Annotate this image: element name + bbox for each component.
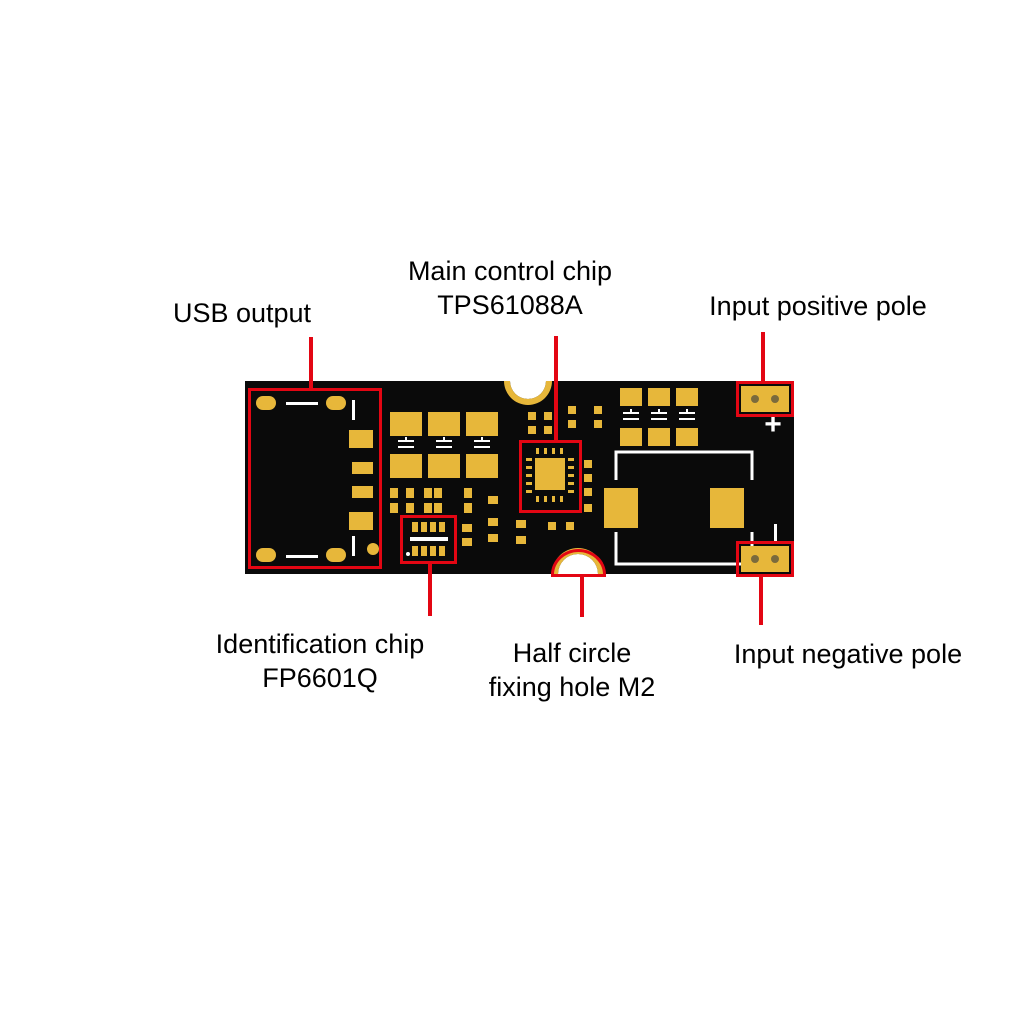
main-chip-leader (554, 336, 558, 440)
identification-chip-leader (428, 564, 432, 616)
capacitor-group-right (620, 388, 698, 446)
usb-output-leader (309, 337, 313, 388)
identification-chip-label: Identification chip FP6601Q (180, 627, 460, 695)
main-control-chip-pads (526, 448, 574, 502)
input-negative-label: Input negative pole (733, 639, 963, 669)
fixing-hole-line2: fixing hole M2 (488, 672, 656, 702)
identification-line2: FP6601Q (262, 663, 378, 693)
fixing-hole-line1: Half circle (512, 638, 632, 668)
input-positive-leader (761, 332, 765, 381)
fixing-hole-label: Half circle fixing hole M2 (452, 636, 692, 704)
top-notch-copper-ring (504, 381, 552, 405)
main-chip-highlight (519, 440, 582, 513)
usb-output-label: USB output (172, 298, 312, 328)
fixing-hole-leader (580, 577, 584, 617)
small-passives (390, 406, 602, 546)
top-half-circle-notch (510, 381, 546, 399)
input-negative-highlight (736, 541, 794, 577)
usb-output-highlight (248, 388, 382, 569)
input-positive-terminal (741, 386, 789, 412)
input-negative-terminal (741, 546, 789, 572)
input-positive-highlight (736, 381, 794, 417)
input-negative-leader (759, 577, 763, 625)
main-chip-line1: Main control chip (407, 256, 613, 286)
input-positive-label: Input positive pole (709, 291, 927, 321)
identification-chip-highlight (400, 515, 457, 564)
identification-line1: Identification chip (215, 629, 425, 659)
main-chip-line2: TPS61088A (437, 290, 583, 320)
capacitor-group-left (390, 412, 498, 478)
usb-output-area (256, 396, 379, 562)
main-control-chip-label: Main control chip TPS61088A (360, 254, 660, 322)
identification-chip-pads (406, 522, 448, 556)
